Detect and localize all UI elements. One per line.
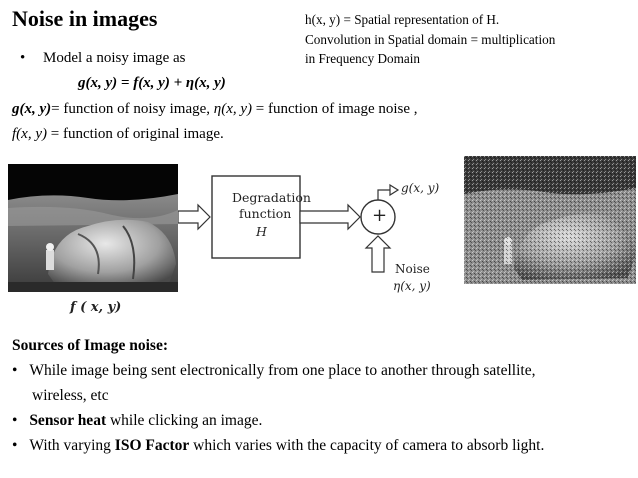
f-definition: = function of original image. bbox=[46, 126, 224, 142]
noise-equation: g(x, y) = f(x, y) + η(x, y) bbox=[78, 75, 226, 91]
eta-symbol: η(x, y) bbox=[213, 101, 253, 117]
source-item-1-line-2: wireless, etc bbox=[32, 387, 109, 404]
definition-line-1: g(x, y)= function of noisy image, η(x, y… bbox=[12, 101, 418, 118]
bullet-dot: • bbox=[20, 50, 26, 66]
bullet-dot: • bbox=[12, 362, 18, 379]
bullet-dot: • bbox=[12, 437, 18, 454]
g-definition: = function of noisy image, bbox=[51, 101, 214, 117]
adder-plus: + bbox=[372, 205, 388, 226]
output-label: g(x, y) bbox=[401, 181, 440, 195]
noisy-moon-photo bbox=[464, 156, 636, 284]
noisy-image bbox=[464, 156, 636, 284]
sensor-heat-text: Sensor heat bbox=[29, 412, 107, 429]
g-symbol: g(x, y) bbox=[12, 101, 52, 117]
source-item-1-line-1: While image being sent electronically fr… bbox=[29, 362, 536, 379]
degradation-diagram bbox=[178, 175, 400, 273]
output-arrow bbox=[389, 183, 400, 197]
spatial-note: h(x, y) = Spatial representation of H. C… bbox=[305, 10, 555, 69]
input-label: f ( x, y) bbox=[70, 300, 122, 315]
source-item-2: • Sensor heat while clicking an image. bbox=[12, 412, 262, 430]
sources-heading: Sources of Image noise: bbox=[12, 337, 168, 354]
input-arrow bbox=[178, 203, 211, 231]
source-item-2-rest: while clicking an image. bbox=[106, 412, 263, 429]
original-image bbox=[8, 164, 178, 292]
block-label-degradation: Degradation bbox=[232, 190, 311, 205]
block-output-arrow bbox=[299, 203, 361, 231]
note-line-3: in Frequency Domain bbox=[305, 51, 420, 66]
f-symbol: f(x, y) bbox=[12, 126, 47, 142]
noise-label: Noise bbox=[395, 262, 430, 276]
noise-symbol-label: η(x, y) bbox=[393, 279, 431, 293]
slide-title: Noise in images bbox=[12, 6, 158, 31]
model-text: Model a noisy image as bbox=[43, 50, 186, 66]
source-item-3-rest: which varies with the capacity of camera… bbox=[189, 437, 545, 454]
original-moon-photo bbox=[8, 164, 178, 292]
source-item-3-pre: With varying bbox=[29, 437, 115, 454]
block-label-h: H bbox=[256, 224, 267, 239]
definition-line-2: f(x, y) = function of original image. bbox=[12, 126, 224, 143]
noise-arrow bbox=[364, 235, 392, 273]
degradation-block bbox=[211, 175, 301, 259]
iso-factor-text: ISO Factor bbox=[114, 437, 190, 454]
bullet-dot: • bbox=[12, 412, 18, 429]
source-item-3: • With varying ISO Factor which varies w… bbox=[12, 437, 544, 455]
block-label-function: function bbox=[239, 206, 292, 221]
note-line-1: h(x, y) = Spatial representation of H. bbox=[305, 12, 500, 27]
eta-definition: = function of image noise , bbox=[252, 101, 418, 117]
note-line-2: Convolution in Spatial domain = multipli… bbox=[305, 31, 556, 47]
model-bullet: • Model a noisy image as bbox=[20, 50, 186, 67]
source-item-1: • While image being sent electronically … bbox=[12, 362, 535, 380]
